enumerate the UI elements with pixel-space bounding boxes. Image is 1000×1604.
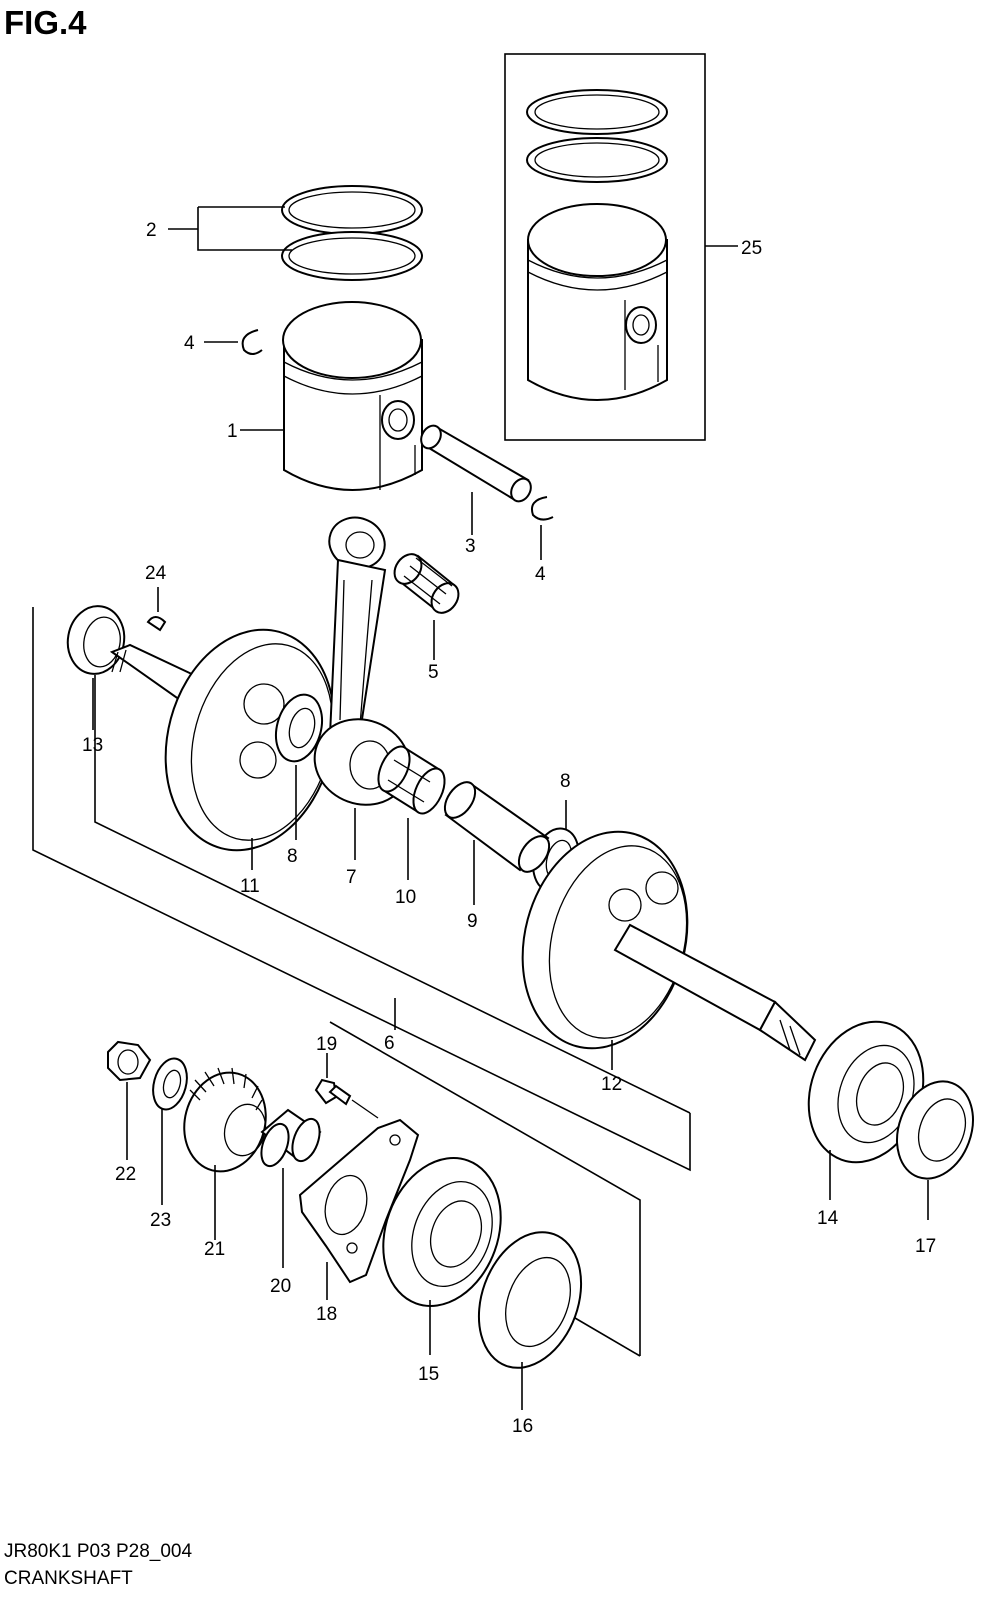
retainer-bolt xyxy=(314,1053,379,1119)
callout-19: 19 xyxy=(316,1034,337,1055)
woodruff-key xyxy=(146,587,167,632)
primary-group-outline xyxy=(329,1021,641,1357)
primary-drive-gear xyxy=(183,1067,267,1240)
oil-seal-right xyxy=(896,1080,974,1220)
drawing-code: JR80K1 P03 P28_004 xyxy=(4,1541,193,1562)
callout-6: 6 xyxy=(384,1033,395,1054)
callout-1: 1 xyxy=(227,421,238,442)
callout-4a: 4 xyxy=(184,333,195,354)
callout-8a: 8 xyxy=(560,771,571,792)
callout-20: 20 xyxy=(270,1276,291,1297)
callout-18: 18 xyxy=(316,1304,337,1325)
callout-21: 21 xyxy=(204,1239,225,1260)
primary-gear-washer xyxy=(152,1057,188,1205)
crankshaft-bearing-left xyxy=(382,1157,502,1355)
piston-pin-circlips xyxy=(204,329,554,560)
crank-half-left xyxy=(109,628,336,870)
callout-23: 23 xyxy=(150,1210,171,1231)
callout-24: 24 xyxy=(145,563,167,584)
callout-16: 16 xyxy=(512,1416,533,1437)
figure-title: FIG.4 xyxy=(4,4,87,41)
piston xyxy=(240,301,423,491)
callout-10: 10 xyxy=(395,887,416,908)
callout-7: 7 xyxy=(346,867,357,888)
crankshaft-nut xyxy=(107,1040,152,1160)
callout-2: 2 xyxy=(146,220,157,241)
assembly-name: CRANKSHAFT xyxy=(4,1568,133,1589)
callout-4b: 4 xyxy=(535,564,546,585)
crankshaft-bearing-right xyxy=(807,1020,925,1200)
callout-8b: 8 xyxy=(287,846,298,867)
oil-seal-left xyxy=(66,605,126,730)
crank-pin xyxy=(443,781,551,905)
callout-9: 9 xyxy=(467,911,478,932)
big-end-bearing xyxy=(377,745,446,880)
callout-5: 5 xyxy=(428,662,439,683)
callout-14: 14 xyxy=(817,1208,839,1229)
crankshaft-assembly-outline xyxy=(32,607,691,1172)
callout-17: 17 xyxy=(915,1236,936,1257)
callout-3: 3 xyxy=(465,536,476,557)
oil-seal-left-outer xyxy=(477,1231,583,1410)
crank-half-right xyxy=(521,830,817,1070)
callout-25: 25 xyxy=(741,238,762,259)
callout-15: 15 xyxy=(418,1364,439,1385)
piston-kit-group xyxy=(504,53,738,441)
callout-11: 11 xyxy=(240,876,260,897)
callout-labels: 2 25 4 1 3 4 24 5 13 8 8 7 11 10 9 6 19 … xyxy=(82,220,936,1437)
gear-spacer xyxy=(260,1108,322,1268)
callout-12: 12 xyxy=(601,1074,622,1095)
piston-pin xyxy=(420,424,532,535)
callout-13: 13 xyxy=(82,735,103,756)
thrust-washer-left xyxy=(274,693,324,840)
piston-rings xyxy=(168,185,423,281)
small-end-bearing xyxy=(393,553,460,660)
callout-22: 22 xyxy=(115,1164,136,1185)
